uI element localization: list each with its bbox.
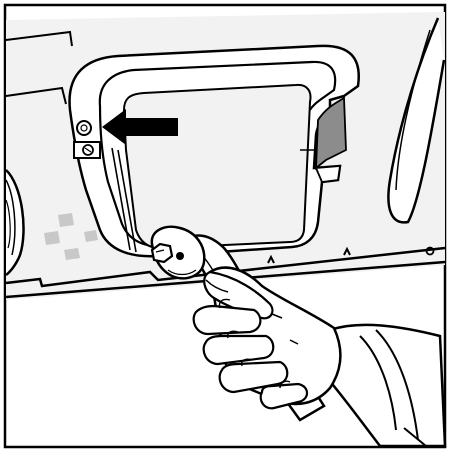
index-finger [194, 306, 261, 334]
top-screw-icon [77, 121, 91, 135]
bolt-icon [152, 244, 172, 262]
access-cover-frame [70, 46, 359, 256]
